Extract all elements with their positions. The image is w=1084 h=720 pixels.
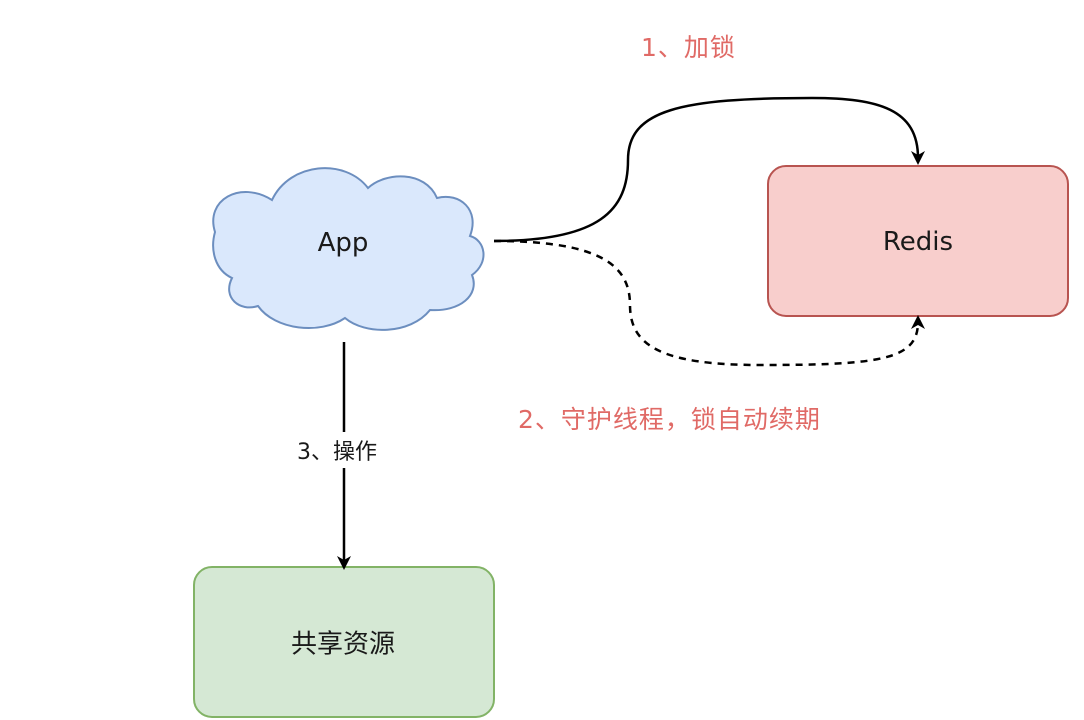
shared-resource-label: 共享资源 xyxy=(290,629,396,660)
renew-edge-label: 2、守护线程，锁自动续期 xyxy=(518,405,821,434)
app-cloud-node[interactable] xyxy=(212,167,485,331)
operate-edge-label: 3、操作 xyxy=(297,432,377,468)
lock-edge-label: 1、加锁 xyxy=(641,33,736,62)
renew-edge xyxy=(493,239,925,367)
redis-label: Redis xyxy=(882,227,954,257)
app-label: App xyxy=(317,228,369,258)
lock-edge xyxy=(493,96,925,243)
